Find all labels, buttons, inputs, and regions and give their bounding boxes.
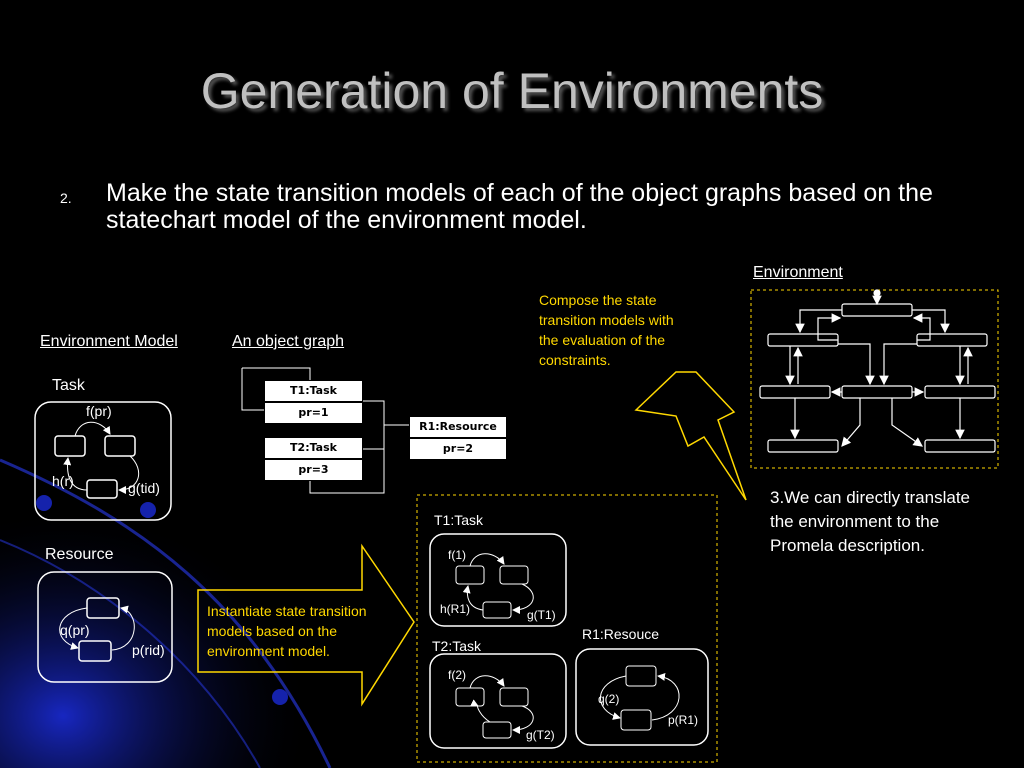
label-r1-resouce: R1:Resouce [582, 626, 660, 642]
r1-resource-attr: pr=2 [409, 438, 507, 460]
label-resource: Resource [45, 546, 114, 563]
transition-r1-p: p(R1) [668, 713, 699, 727]
environment-frame [750, 289, 999, 469]
transition-r1-q: q(2) [598, 692, 620, 706]
transition-t2-f: f(2) [448, 668, 466, 682]
task-statechart [34, 401, 172, 521]
task-state-2 [104, 435, 136, 457]
t2-task-name: T2:Task [264, 437, 363, 459]
environment-statechart [759, 289, 996, 453]
t2-statechart [429, 653, 567, 749]
callout-arrows [197, 371, 747, 707]
t2-task-attr: pr=3 [264, 459, 363, 481]
r1-statechart [575, 648, 709, 746]
bullet-number: 2. [60, 190, 72, 206]
label-environment: Environment [753, 264, 843, 281]
transition-t1-f: f(1) [448, 548, 466, 562]
transition-t2-g: g(T2) [526, 728, 555, 742]
task-state-3 [86, 479, 118, 499]
instance-frame [416, 494, 718, 763]
resource-state-1 [86, 597, 120, 619]
r1-resource-name: R1:Resource [409, 416, 507, 438]
transition-t1-h: h(R1) [440, 602, 471, 616]
label-object-graph: An object graph [232, 333, 345, 350]
task-state-1 [54, 435, 86, 457]
t1-task-name: T1:Task [264, 380, 363, 402]
bullet-text: Make the state transition models of each… [106, 179, 933, 234]
transition-task-f: f(pr) [86, 403, 112, 419]
label-t2-task: T2:Task [432, 638, 482, 654]
transition-res-p: p(rid) [132, 642, 165, 658]
resource-statechart [37, 571, 173, 683]
t1-statechart [429, 533, 567, 627]
transition-res-q: q(pr) [60, 622, 90, 638]
callout-instantiate: Instantiate state transition models base… [207, 603, 367, 659]
slide-title: Generation of Environments [200, 63, 824, 119]
object-graph [241, 367, 409, 494]
resource-state-2 [78, 640, 112, 662]
transition-task-h: h(r) [52, 473, 74, 489]
t1-task-attr: pr=1 [264, 402, 363, 424]
transition-t1-g: g(T1) [527, 608, 556, 622]
callout-translate: 3.We can directly translate the environm… [770, 488, 970, 555]
label-task: Task [52, 377, 85, 394]
callout-compose: Compose the state transition models with… [539, 292, 674, 368]
label-t1-task: T1:Task [434, 512, 484, 528]
label-environment-model: Environment Model [40, 333, 178, 350]
transition-task-g: g(tid) [128, 480, 160, 496]
